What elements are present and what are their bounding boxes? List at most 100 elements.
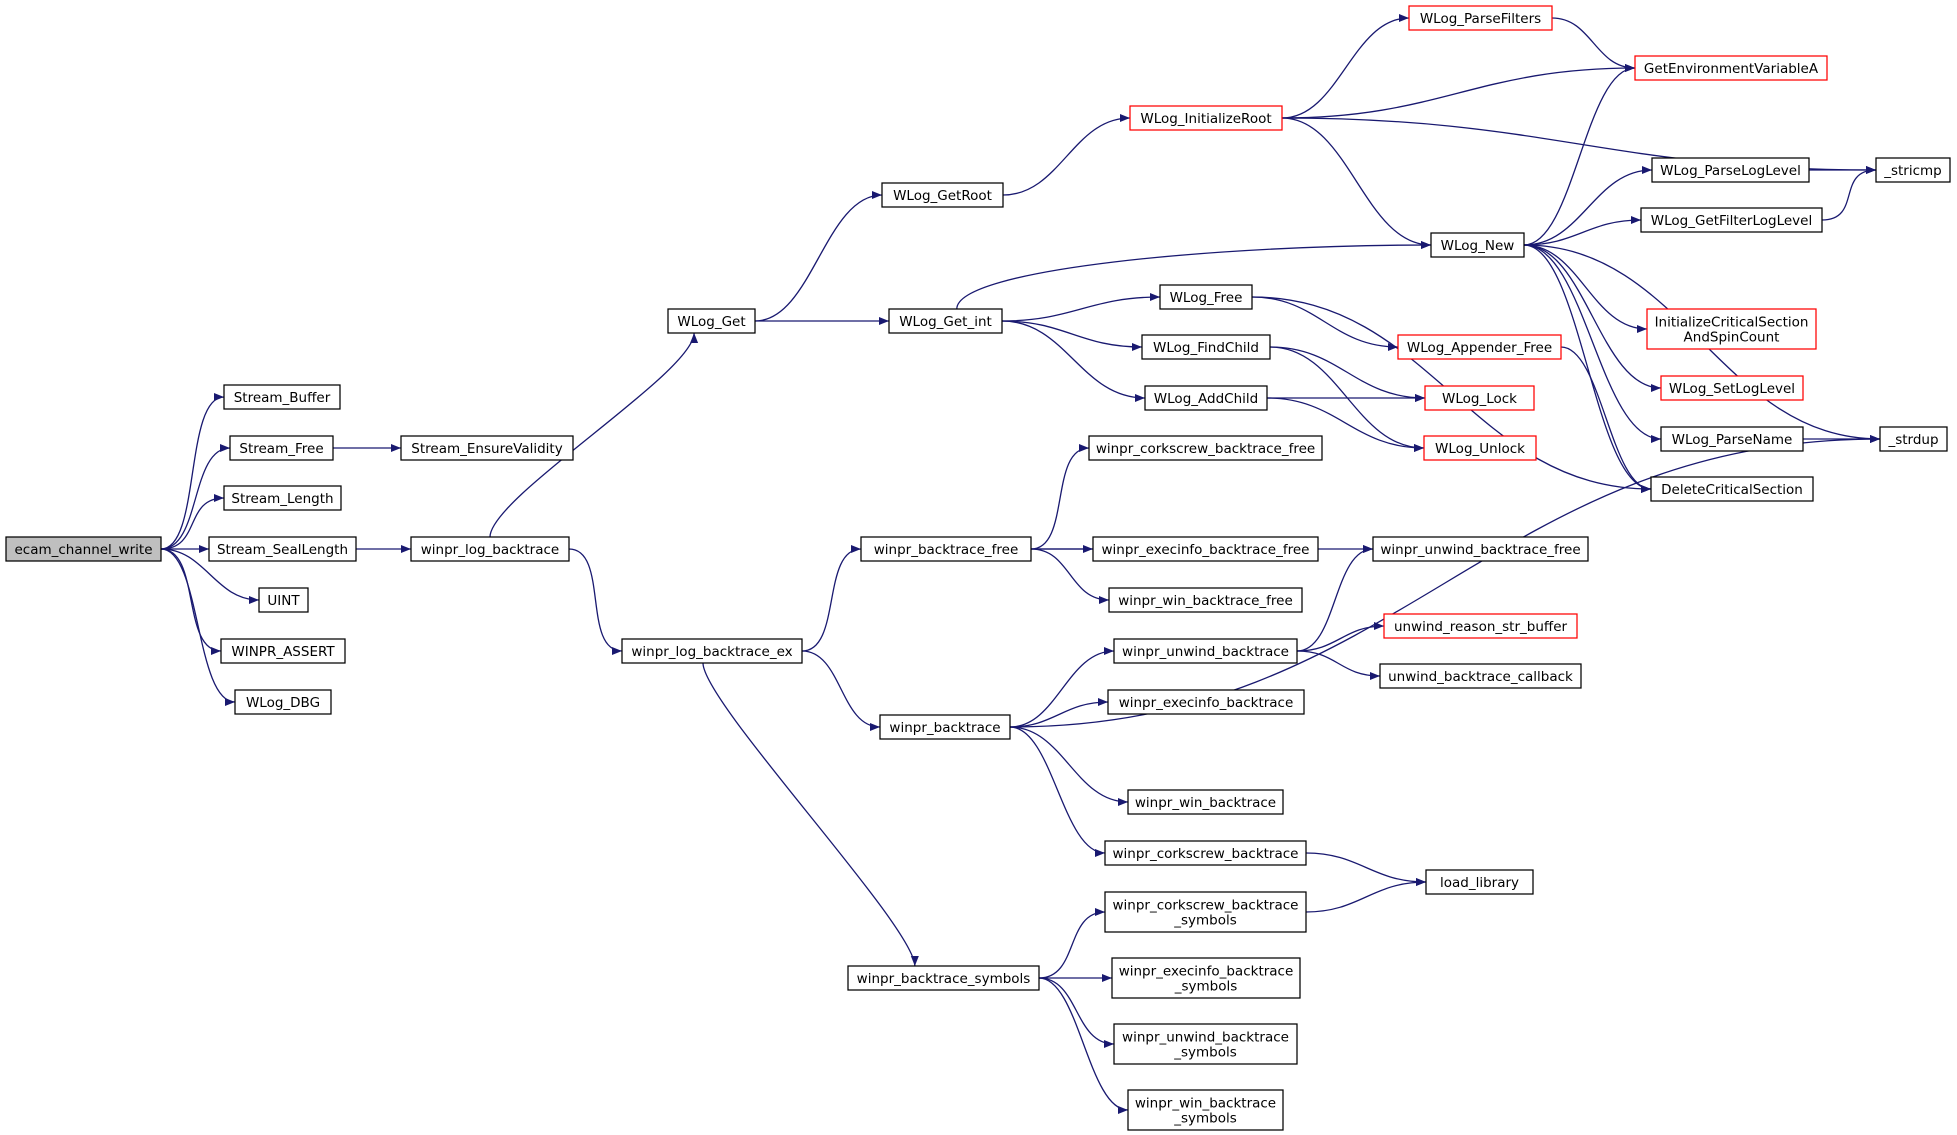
node-stream-buffer[interactable]: Stream_Buffer [223,384,341,410]
node-label: WLog_ParseFilters [1420,11,1541,27]
node-unwind-backtrace-callback[interactable]: unwind_backtrace_callback [1379,663,1582,689]
node-strdup[interactable]: _strdup [1879,426,1948,452]
node-winpr-execinfo-backtrace[interactable]: winpr_execinfo_backtrace [1107,689,1305,715]
node-wlog-initializeroot[interactable]: WLog_InitializeRoot [1129,105,1283,131]
edge-arrow [1296,545,1374,652]
node-winpr-win-backtrace-symbols[interactable]: winpr_win_backtrace_symbols [1127,1089,1284,1131]
edge-winpr-backtrace-to-winpr-win-backtrace [1009,726,1129,806]
edge-winpr-backtrace-symbols-to-winpr-win-backtrace-symbols [1038,977,1129,1114]
node-label: winpr_backtrace_symbols [857,971,1031,987]
node-label: _symbols [1173,1045,1237,1061]
node-stream-seallength[interactable]: Stream_SealLength [208,536,357,562]
node-winpr-backtrace-free[interactable]: winpr_backtrace_free [860,536,1032,562]
edge-winpr-backtrace-free-to-winpr-corkscrew-backtrace-free [1030,444,1090,550]
node-winpr-execinfo-backtrace-symbols[interactable]: winpr_execinfo_backtrace_symbols [1111,957,1301,999]
node-winpr-unwind-backtrace-free[interactable]: winpr_unwind_backtrace_free [1372,536,1589,562]
node-winpr-corkscrew-backtrace-free[interactable]: winpr_corkscrew_backtrace_free [1088,435,1323,461]
node-label: WLog_Appender_Free [1407,340,1552,356]
node-wlog-free[interactable]: WLog_Free [1159,284,1253,310]
node-box [1383,613,1578,639]
node-wlog-lock[interactable]: WLog_Lock [1424,385,1535,411]
node-wlog-parseloglevel[interactable]: WLog_ParseLogLevel [1651,157,1810,183]
edge-arrow [1523,216,1642,246]
node-deletecriticalsection[interactable]: DeleteCriticalSection [1650,476,1814,502]
node-stream-free[interactable]: Stream_Free [229,435,334,461]
node-winpr-assert[interactable]: WINPR_ASSERT [220,638,346,664]
edge-arrow [1305,878,1427,913]
node-winpr-log-backtrace[interactable]: winpr_log_backtrace [410,536,570,562]
node-wlog-get-int[interactable]: WLog_Get_int [888,308,1003,334]
edge-arrow [1001,320,1146,402]
node-box [1141,334,1271,360]
node-wlog-getroot[interactable]: WLog_GetRoot [881,182,1004,208]
node-load-library[interactable]: load_library [1425,869,1534,895]
edge-wlog-new-to-wlog-parseloglevel [1523,166,1653,246]
node-box [1651,157,1810,183]
node-wlog-findchild[interactable]: WLog_FindChild [1141,334,1271,360]
node-ecam-channel-write[interactable]: ecam_channel_write [5,536,162,562]
node-label: winpr_win_backtrace_free [1118,593,1293,609]
node-box [1113,638,1298,664]
edge-arrow [1821,166,1877,221]
edge-arrow [160,444,231,550]
edge-wlog-findchild-to-wlog-lock [1269,346,1426,402]
node-label: winpr_log_backtrace [421,542,559,558]
node-box [881,182,1004,208]
edge-wlog-get-int-to-wlog-free [1001,293,1161,322]
node-winpr-unwind-backtrace[interactable]: winpr_unwind_backtrace [1113,638,1298,664]
edge-arrow [1009,647,1115,728]
node-wlog-appender-free[interactable]: WLog_Appender_Free [1397,334,1562,360]
edge-wlog-get-to-wlog-getroot [754,191,883,322]
node-winpr-execinfo-backtrace-free[interactable]: winpr_execinfo_backtrace_free [1092,536,1319,562]
node-getenvironmentvariablea[interactable]: GetEnvironmentVariableA [1634,55,1828,81]
node-label: WLog_New [1441,238,1515,254]
node-winpr-corkscrew-backtrace[interactable]: winpr_corkscrew_backtrace [1104,840,1307,866]
edge-layer [160,14,1881,1114]
edge-arrow [801,650,881,731]
node-label: WLog_Free [1170,290,1243,306]
node-wlog-parsename[interactable]: WLog_ParseName [1660,426,1804,452]
node-wlog-parsefilters[interactable]: WLog_ParseFilters [1408,5,1553,31]
node-stream-length[interactable]: Stream_Length [223,485,342,511]
node-stream-ensurevalidity[interactable]: Stream_EnsureValidity [400,435,574,461]
edge-arrow [801,545,862,652]
edge-arrow [754,191,883,322]
edge-wlog-get-int-to-wlog-addchild [1001,320,1146,402]
edge-arrow [1281,64,1636,119]
node-winpr-backtrace[interactable]: winpr_backtrace [879,714,1011,740]
node-uint[interactable]: UINT [258,587,309,613]
node-label: winpr_corkscrew_backtrace [1112,898,1298,914]
edge-arrow [489,332,699,538]
node-wlog-getfilterloglevel[interactable]: WLog_GetFilterLogLevel [1640,207,1823,233]
edge-arrow [1030,548,1110,604]
node-winpr-backtrace-symbols[interactable]: winpr_backtrace_symbols [847,965,1040,991]
node-label: unwind_backtrace_callback [1388,669,1573,685]
edge-wlog-new-to-wlog-setloglevel [1523,244,1662,392]
edge-winpr-backtrace-symbols-to-winpr-unwind-backtrace-symbols [1038,977,1115,1048]
node-wlog-addchild[interactable]: WLog_AddChild [1144,385,1268,411]
node-winpr-win-backtrace-free[interactable]: winpr_win_backtrace_free [1108,587,1303,613]
node-winpr-log-backtrace-ex[interactable]: winpr_log_backtrace_ex [621,638,803,664]
edge-wlog-free-to-wlog-appender-free [1251,296,1399,351]
edge-arrow [1523,64,1636,246]
edge-wlog-new-to-deletecriticalsection [1523,244,1652,493]
edge-winpr-log-backtrace-to-winpr-log-backtrace-ex [568,548,623,655]
node-winpr-unwind-backtrace-symbols[interactable]: winpr_unwind_backtrace_symbols [1113,1023,1298,1065]
node-unwind-reason-str-buffer[interactable]: unwind_reason_str_buffer [1383,613,1578,639]
node-wlog-unlock[interactable]: WLog_Unlock [1423,435,1537,461]
node-wlog-new[interactable]: WLog_New [1430,232,1525,258]
node-wlog-get[interactable]: WLog_Get [667,308,756,334]
node-wlog-setloglevel[interactable]: WLog_SetLogLevel [1660,375,1804,401]
node-box [258,587,309,613]
edge-arrow [1009,726,1129,806]
edge-winpr-corkscrew-backtrace-to-load-library [1305,852,1427,886]
node-label: WLog_Unlock [1435,441,1525,457]
node-wlog-dbg[interactable]: WLog_DBG [234,689,332,715]
edge-arrow [568,548,623,655]
edge-ecam-channel-write-to-uint [160,548,260,604]
node-winpr-win-backtrace[interactable]: winpr_win_backtrace [1127,789,1284,815]
node-stricmp[interactable]: _stricmp [1875,157,1951,183]
node-winpr-corkscrew-backtrace-symbols[interactable]: winpr_corkscrew_backtrace_symbols [1104,891,1307,933]
